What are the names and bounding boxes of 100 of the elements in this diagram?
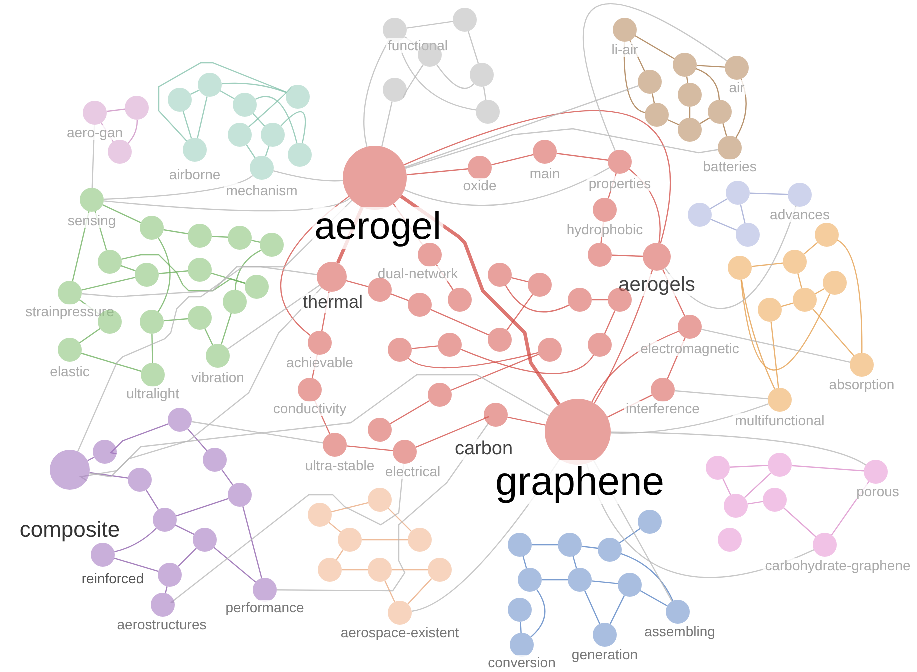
network-link <box>686 76 689 84</box>
network-link <box>520 622 522 634</box>
network-link <box>102 204 142 224</box>
network-link <box>436 64 475 90</box>
network-link <box>592 580 618 584</box>
node-circle <box>260 233 284 257</box>
network-link <box>255 96 298 144</box>
network-link <box>611 432 866 466</box>
keyword-label: generation <box>570 647 640 663</box>
node-circle <box>188 306 212 330</box>
node-circle <box>408 528 432 552</box>
node-circle <box>793 288 817 312</box>
network-link <box>197 96 208 138</box>
network-link <box>405 85 639 168</box>
node-circle <box>815 223 839 247</box>
network-link <box>837 240 863 353</box>
keyword-label: aerogels <box>616 274 698 296</box>
keyword-label: electromagnetic <box>638 341 742 357</box>
network-link <box>404 110 672 244</box>
network-link <box>430 309 490 336</box>
keyword-label: airborne <box>167 167 223 183</box>
network-link <box>128 120 138 144</box>
network-link <box>405 128 718 170</box>
keyword-label: ultra-stable <box>303 458 377 474</box>
network-link <box>781 302 794 308</box>
node-circle <box>673 53 697 77</box>
network-link <box>146 490 160 510</box>
network-link <box>619 528 641 544</box>
node-circle <box>678 118 702 142</box>
network-link <box>612 254 644 258</box>
node-circle <box>618 573 642 597</box>
node-circle <box>140 216 164 240</box>
network-link <box>104 175 254 200</box>
node-circle <box>588 333 612 357</box>
network-link <box>252 240 260 243</box>
network-link <box>277 422 490 592</box>
network-link <box>158 62 288 142</box>
network-link <box>752 262 784 268</box>
keyword-label: air <box>727 80 747 96</box>
node-circle <box>428 383 452 407</box>
network-link <box>204 328 214 346</box>
node-circle <box>518 568 542 592</box>
network-link <box>483 86 487 100</box>
network-link <box>689 107 691 118</box>
network-link <box>158 238 171 312</box>
network-link <box>246 144 256 158</box>
node-circle <box>198 73 222 97</box>
network-link <box>412 346 438 350</box>
node-circle <box>758 298 782 322</box>
node-circle <box>726 181 750 205</box>
node-circle <box>638 510 662 534</box>
network-link <box>792 465 864 472</box>
network-link <box>450 354 540 392</box>
node-circle <box>388 338 412 362</box>
node-circle <box>228 123 252 147</box>
keyword-label: conductivity <box>271 401 349 417</box>
network-link <box>508 416 546 426</box>
node-circle <box>368 488 392 512</box>
network-link <box>280 111 306 144</box>
node-circle <box>368 278 392 302</box>
network-link <box>542 579 568 581</box>
network-link <box>710 198 728 210</box>
node-circle <box>470 63 494 87</box>
network-link <box>404 167 610 206</box>
node-circle <box>453 8 477 32</box>
node-circle <box>763 488 787 512</box>
node-circle <box>476 100 500 124</box>
network-link <box>592 299 608 301</box>
network-link <box>522 556 528 569</box>
network-link <box>652 94 656 104</box>
network-link <box>175 524 195 536</box>
network-link <box>784 508 816 538</box>
network-link <box>511 277 529 283</box>
network-link <box>700 118 710 124</box>
network-link <box>530 589 546 638</box>
network-link <box>79 328 101 344</box>
node-circle <box>638 70 662 94</box>
network-link <box>182 111 192 139</box>
network-link <box>390 400 430 425</box>
keyword-label: aero-gan <box>64 125 126 141</box>
node-circle <box>158 563 182 587</box>
keyword-label: conversion <box>486 655 558 671</box>
network-link <box>104 198 351 212</box>
node-circle <box>736 223 760 247</box>
node-circle <box>368 418 392 442</box>
network-link <box>736 79 747 138</box>
network-link <box>346 446 394 452</box>
network-link <box>122 254 246 292</box>
network-link <box>187 428 208 452</box>
network-link <box>674 390 768 400</box>
network-link <box>584 590 601 624</box>
keyword-label: hydrophobic <box>564 222 646 238</box>
node-circle <box>678 83 702 107</box>
network-link <box>82 266 318 298</box>
network-link <box>702 329 850 363</box>
keyword-label: aerogel <box>312 207 444 249</box>
keyword-label: porous <box>854 484 902 500</box>
network-link <box>220 90 235 100</box>
network-link <box>222 82 287 94</box>
network-link <box>583 4 728 152</box>
